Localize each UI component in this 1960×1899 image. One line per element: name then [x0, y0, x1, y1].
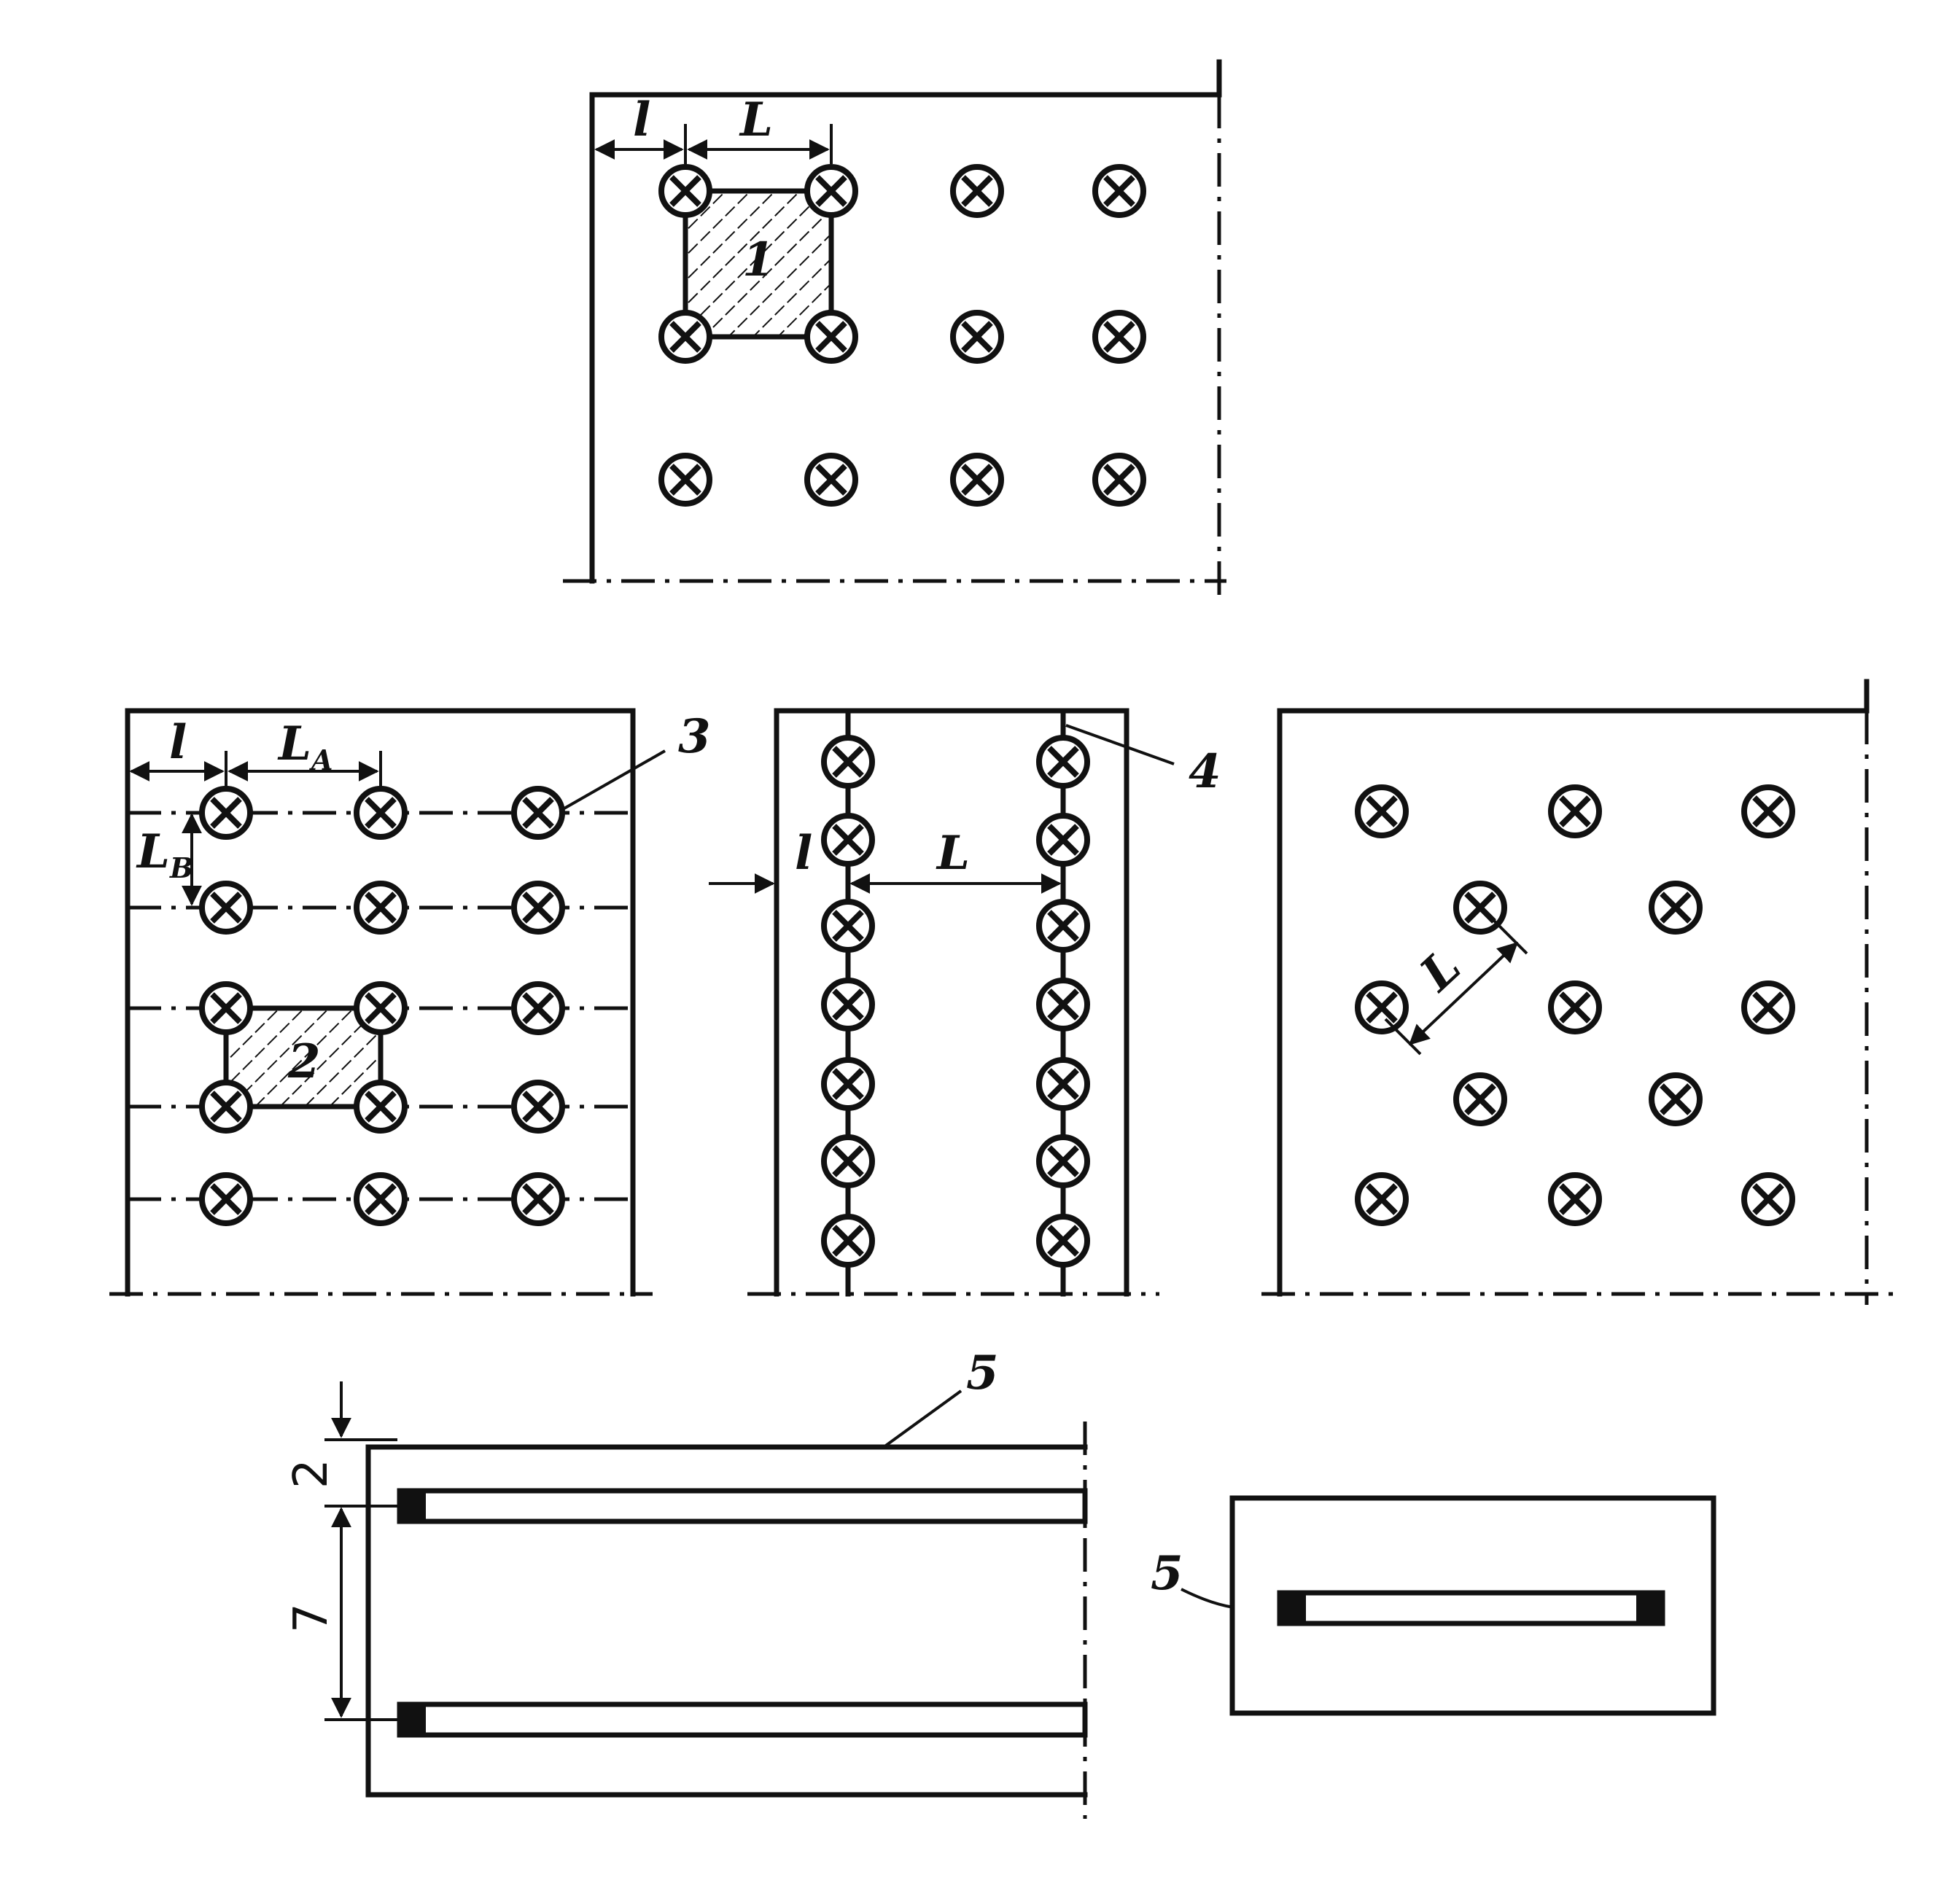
light-icon	[1039, 738, 1087, 786]
light-icon	[807, 313, 855, 361]
light-icon	[953, 313, 1001, 361]
light-icon	[1095, 313, 1143, 361]
label-area-1: 1	[742, 233, 775, 287]
callout-5: 5	[966, 1346, 999, 1400]
light-icon	[1039, 1060, 1087, 1108]
panel-square-grid: 1 l L	[563, 59, 1226, 598]
callout-5: 5	[1151, 1546, 1183, 1601]
light-icon	[1744, 983, 1792, 1032]
lamp-end-cap	[400, 1491, 426, 1521]
light-icon	[1358, 787, 1406, 835]
light-icon	[824, 902, 872, 950]
light-icon	[1744, 1175, 1792, 1223]
panel-line-rows: l L 4	[709, 708, 1221, 1297]
light-icon	[824, 980, 872, 1029]
light-icon	[824, 738, 872, 786]
light-icon	[514, 789, 562, 837]
dim-l: l	[169, 715, 187, 770]
lamp-end-cap	[400, 1704, 426, 1735]
light-icon	[514, 984, 562, 1032]
light-icon	[357, 1083, 405, 1131]
lamp-end-cap	[1636, 1593, 1662, 1623]
light-icon	[202, 1083, 250, 1131]
light-icon	[1456, 1075, 1504, 1123]
light-icon	[1039, 1217, 1087, 1265]
light-icon	[824, 1137, 872, 1185]
light-icon	[202, 984, 250, 1032]
light-icon	[514, 1175, 562, 1223]
light-icon	[514, 1083, 562, 1131]
light-icon	[1039, 902, 1087, 950]
light-icon	[514, 884, 562, 932]
label-area-2: 2	[287, 1034, 321, 1089]
panel-single-luminaire: 5	[1151, 1495, 1716, 1716]
dim-l: l	[795, 826, 812, 881]
light-icon	[1039, 816, 1087, 864]
dim-L: L	[739, 93, 773, 147]
light-grid-staggered	[1358, 787, 1792, 1223]
light-icon	[1095, 456, 1143, 504]
light-row-left	[824, 738, 872, 1265]
light-icon	[1358, 983, 1406, 1032]
light-icon	[1095, 167, 1143, 215]
light-icon	[357, 789, 405, 837]
light-icon	[202, 1175, 250, 1223]
dim-7: 7	[284, 1603, 338, 1633]
tube-lamp-single	[1277, 1590, 1665, 1626]
light-row-right	[1039, 738, 1087, 1265]
dim-LA: LA	[277, 717, 332, 776]
light-icon	[202, 884, 250, 932]
panel-staggered-grid: L	[1261, 679, 1903, 1305]
light-icon	[807, 456, 855, 504]
light-icon	[953, 456, 1001, 504]
light-icon	[1551, 1175, 1599, 1223]
lamp-end-cap	[1280, 1593, 1306, 1623]
light-icon	[1744, 787, 1792, 835]
hatched-area-1	[682, 188, 834, 340]
light-icon	[357, 1175, 405, 1223]
light-icon	[357, 984, 405, 1032]
light-icon	[1039, 1137, 1087, 1185]
light-icon	[1551, 787, 1599, 835]
tube-lamp-upper	[397, 1488, 1088, 1524]
light-icon	[1358, 1175, 1406, 1223]
light-icon	[824, 1217, 872, 1265]
light-icon	[1652, 1075, 1700, 1123]
light-icon	[807, 167, 855, 215]
light-icon	[1652, 884, 1700, 932]
light-icon	[661, 313, 709, 361]
light-icon	[202, 789, 250, 837]
panel-tube-rows: 2 7 5	[284, 1346, 1088, 1819]
light-icon	[824, 1060, 872, 1108]
callout-3: 3	[678, 709, 711, 764]
dim-l: l	[633, 93, 650, 147]
dim-LB: LB	[136, 824, 193, 884]
light-icon	[357, 884, 405, 932]
tube-lamp-lower	[397, 1701, 1088, 1738]
light-icon	[661, 456, 709, 504]
callout-4: 4	[1189, 744, 1221, 799]
panel-rect-grid: 2 l LA LB 3	[109, 708, 711, 1297]
light-icon	[661, 167, 709, 215]
light-icon	[824, 816, 872, 864]
dim-2: 2	[284, 1459, 338, 1489]
light-icon	[1551, 983, 1599, 1032]
light-icon	[953, 167, 1001, 215]
dim-L: L	[936, 826, 970, 881]
hatched-area-2	[223, 1005, 384, 1110]
light-icon	[1039, 980, 1087, 1029]
